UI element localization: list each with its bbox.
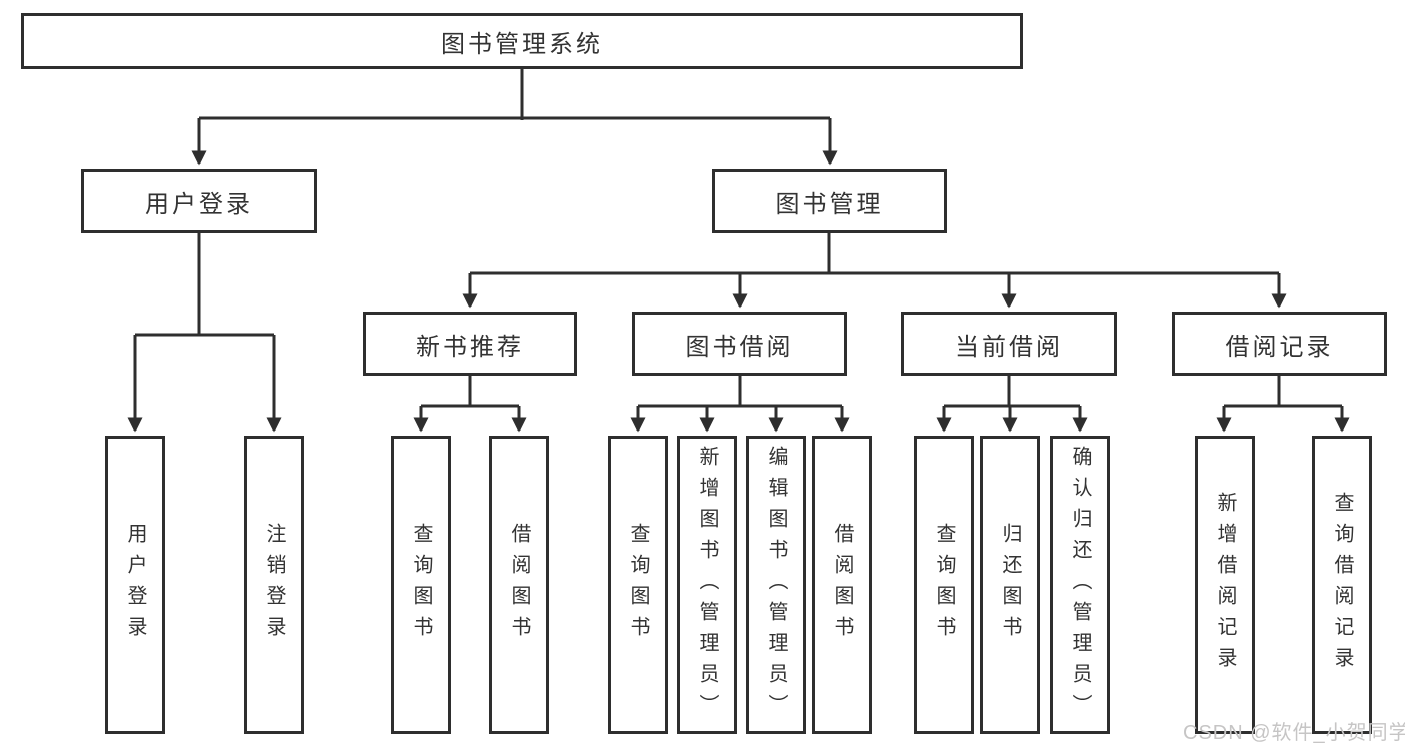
leaf-borrow-books-recommend: 借阅图书 [489,436,549,734]
leaf-query-books-recommend: 查询图书 [391,436,451,734]
leaf-borrow-books-borrow: 借阅图书 [812,436,872,734]
node-book-borrow: 图书借阅 [632,312,847,376]
leaf-add-borrow-record: 新增借阅记录 [1195,436,1255,734]
node-current-borrow: 当前借阅 [901,312,1117,376]
leaf-return-books: 归还图书 [980,436,1040,734]
node-book-management: 图书管理 [712,169,947,233]
csdn-watermark: CSDN @软件_小贺同学 [1183,722,1405,744]
leaf-query-books-current: 查询图书 [914,436,974,734]
leaf-edit-book-admin: 编辑图书（管理员） [746,436,806,734]
leaf-logout: 注销登录 [244,436,304,734]
leaf-user-login: 用户登录 [105,436,165,734]
leaf-confirm-return-admin: 确认归还（管理员） [1050,436,1110,734]
node-borrow-records: 借阅记录 [1172,312,1387,376]
leaf-query-books-borrow: 查询图书 [608,436,668,734]
leaf-query-borrow-record: 查询借阅记录 [1312,436,1372,734]
node-library-management-system: 图书管理系统 [21,13,1023,69]
leaf-add-book-admin: 新增图书（管理员） [677,436,737,734]
node-user-login: 用户登录 [81,169,317,233]
node-new-book-recommend: 新书推荐 [363,312,577,376]
